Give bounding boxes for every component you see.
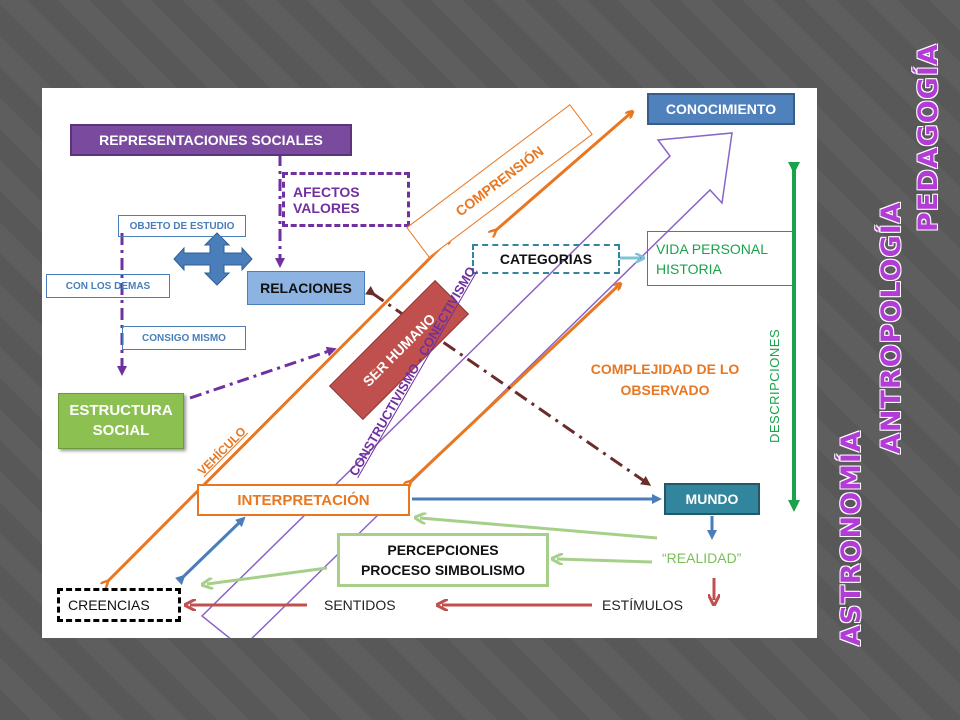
interpretacion-box[interactable]: INTERPRETACIÓN [197,484,410,516]
creencias-box[interactable]: CREENCIAS [57,588,181,622]
realidad-to-percepciones-arrow [557,559,653,562]
social-label: SOCIAL [92,422,150,439]
consigo-mismo-box[interactable]: CONSIGO MISMO [122,326,246,350]
concept-map: REPRESENTACIONES SOCIALES AFECTOS VALORE… [42,88,817,638]
relaciones-box[interactable]: RELACIONES [247,271,365,305]
creencias-label: CREENCIAS [68,597,150,613]
afectos-valores-box[interactable]: AFECTOS VALORES [282,172,410,227]
categorias-label: CATEGORIAS [499,251,593,267]
percepciones-label: PERCEPCIONES [387,542,499,558]
astronomia-title: ASTRONOMÍA [836,430,867,646]
objeto-de-estudio-box[interactable]: OBJETO DE ESTUDIO [118,215,246,237]
conocimiento-label: CONOCIMIENTO [665,101,777,117]
sentidos-label: SENTIDOS [324,597,396,613]
categorias-box[interactable]: CATEGORIAS [472,244,620,274]
interpretacion-label: INTERPRETACIÓN [237,491,370,509]
mundo-box[interactable]: MUNDO [664,483,760,515]
mundo-label: MUNDO [685,491,739,507]
historia-label: HISTORIA [656,260,722,277]
con-los-demas-label: CON LOS DEMAS [65,280,151,292]
proceso-simbolismo-label: PROCESO SIMBOLISMO [360,562,526,578]
representaciones-sociales-label: REPRESENTACIONES SOCIALES [99,132,323,148]
percepciones-to-interpretacion-arrow [420,518,658,540]
estructura-label: ESTRUCTURA [69,402,173,419]
con-los-demas-box[interactable]: CON LOS DEMAS [46,274,170,298]
representaciones-sociales-box[interactable]: REPRESENTACIONES SOCIALES [70,124,352,156]
relaciones-label: RELACIONES [260,280,352,296]
relaciones-to-mundo-line [365,286,652,486]
complejidad-line-2: OBSERVADO [620,382,710,398]
consigo-mismo-label: CONSIGO MISMO [142,332,226,344]
estimulos-label: ESTÍMULOS [602,597,683,613]
percepciones-to-creencias-arrow [207,566,328,584]
percepciones-box[interactable]: PERCEPCIONES PROCESO SIMBOLISMO [337,533,549,587]
pedagogia-title: PEDAGOGÍA [913,43,944,232]
afectos-label: AFECTOS [293,183,360,200]
complejidad-line-1: COMPLEJIDAD DE LO [590,361,740,377]
antropologia-title: ANTROPOLOGÍA [876,201,907,454]
comprension-to-conocimiento-arrow [495,112,632,231]
valores-label: VALORES [293,199,360,216]
objeto-de-estudio-label: OBJETO DE ESTUDIO [129,220,235,232]
estructura-to-ser-line [189,346,337,400]
realidad-label: “REALIDAD” [662,550,742,566]
relation-cross-arrow [173,232,253,286]
creencias-to-interpretacion-arrow [174,516,246,586]
descripciones-label: DESCRIPCIONES [767,328,782,443]
complejidad-label-block: COMPLEJIDAD DE LO OBSERVADO [572,358,758,402]
estructura-social-box[interactable]: ESTRUCTURA SOCIAL [58,393,184,449]
conocimiento-box[interactable]: CONOCIMIENTO [647,93,795,125]
vida-personal-label: VIDA PERSONAL [656,240,769,257]
vida-personal-box[interactable]: VIDA PERSONAL HISTORIA [647,231,795,286]
